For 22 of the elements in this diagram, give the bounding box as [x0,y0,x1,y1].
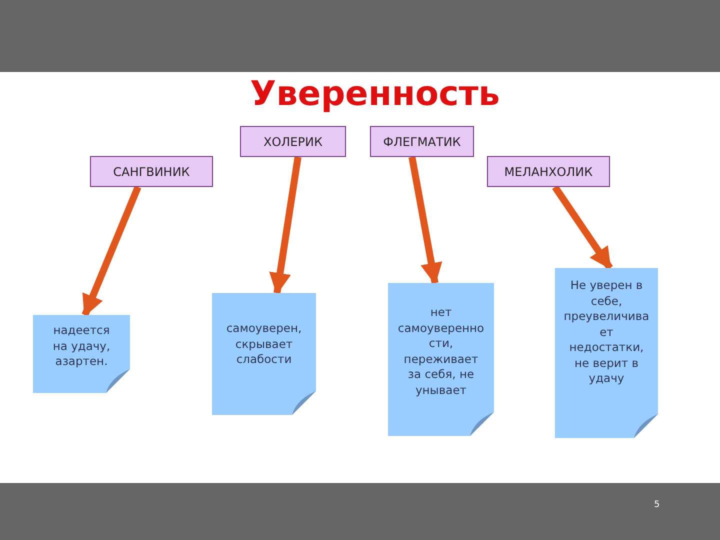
sticky-note [33,315,130,393]
type-box [370,126,474,157]
arrow [269,156,302,295]
type-label: ХОЛЕРИК [263,134,322,148]
note-text: Не уверен в себе, преувеличива ет недостатки, не верит в удачу [562,278,650,387]
type-box [487,156,610,187]
note-text: надеется на удачу, азартен. [52,323,112,370]
type-label: ФЛЕГМАТИК [383,134,461,148]
sticky-note [555,268,658,438]
type-box [240,126,346,157]
title: Уверенность [249,74,501,114]
arrow [408,156,442,285]
note-text: самоуверен, скрывает слабости [225,321,303,368]
page-number: 5 [654,500,660,510]
type-label: САНГВИНИК [113,164,190,178]
type-box [90,156,213,187]
arrow [82,186,142,317]
arrow [552,185,613,270]
note-text: нет самоуверенно сти, переживает за себя, не унывает [398,305,484,398]
type-label: МЕЛАНХОЛИК [504,164,593,178]
sticky-note [388,283,494,436]
sticky-note [212,293,316,415]
